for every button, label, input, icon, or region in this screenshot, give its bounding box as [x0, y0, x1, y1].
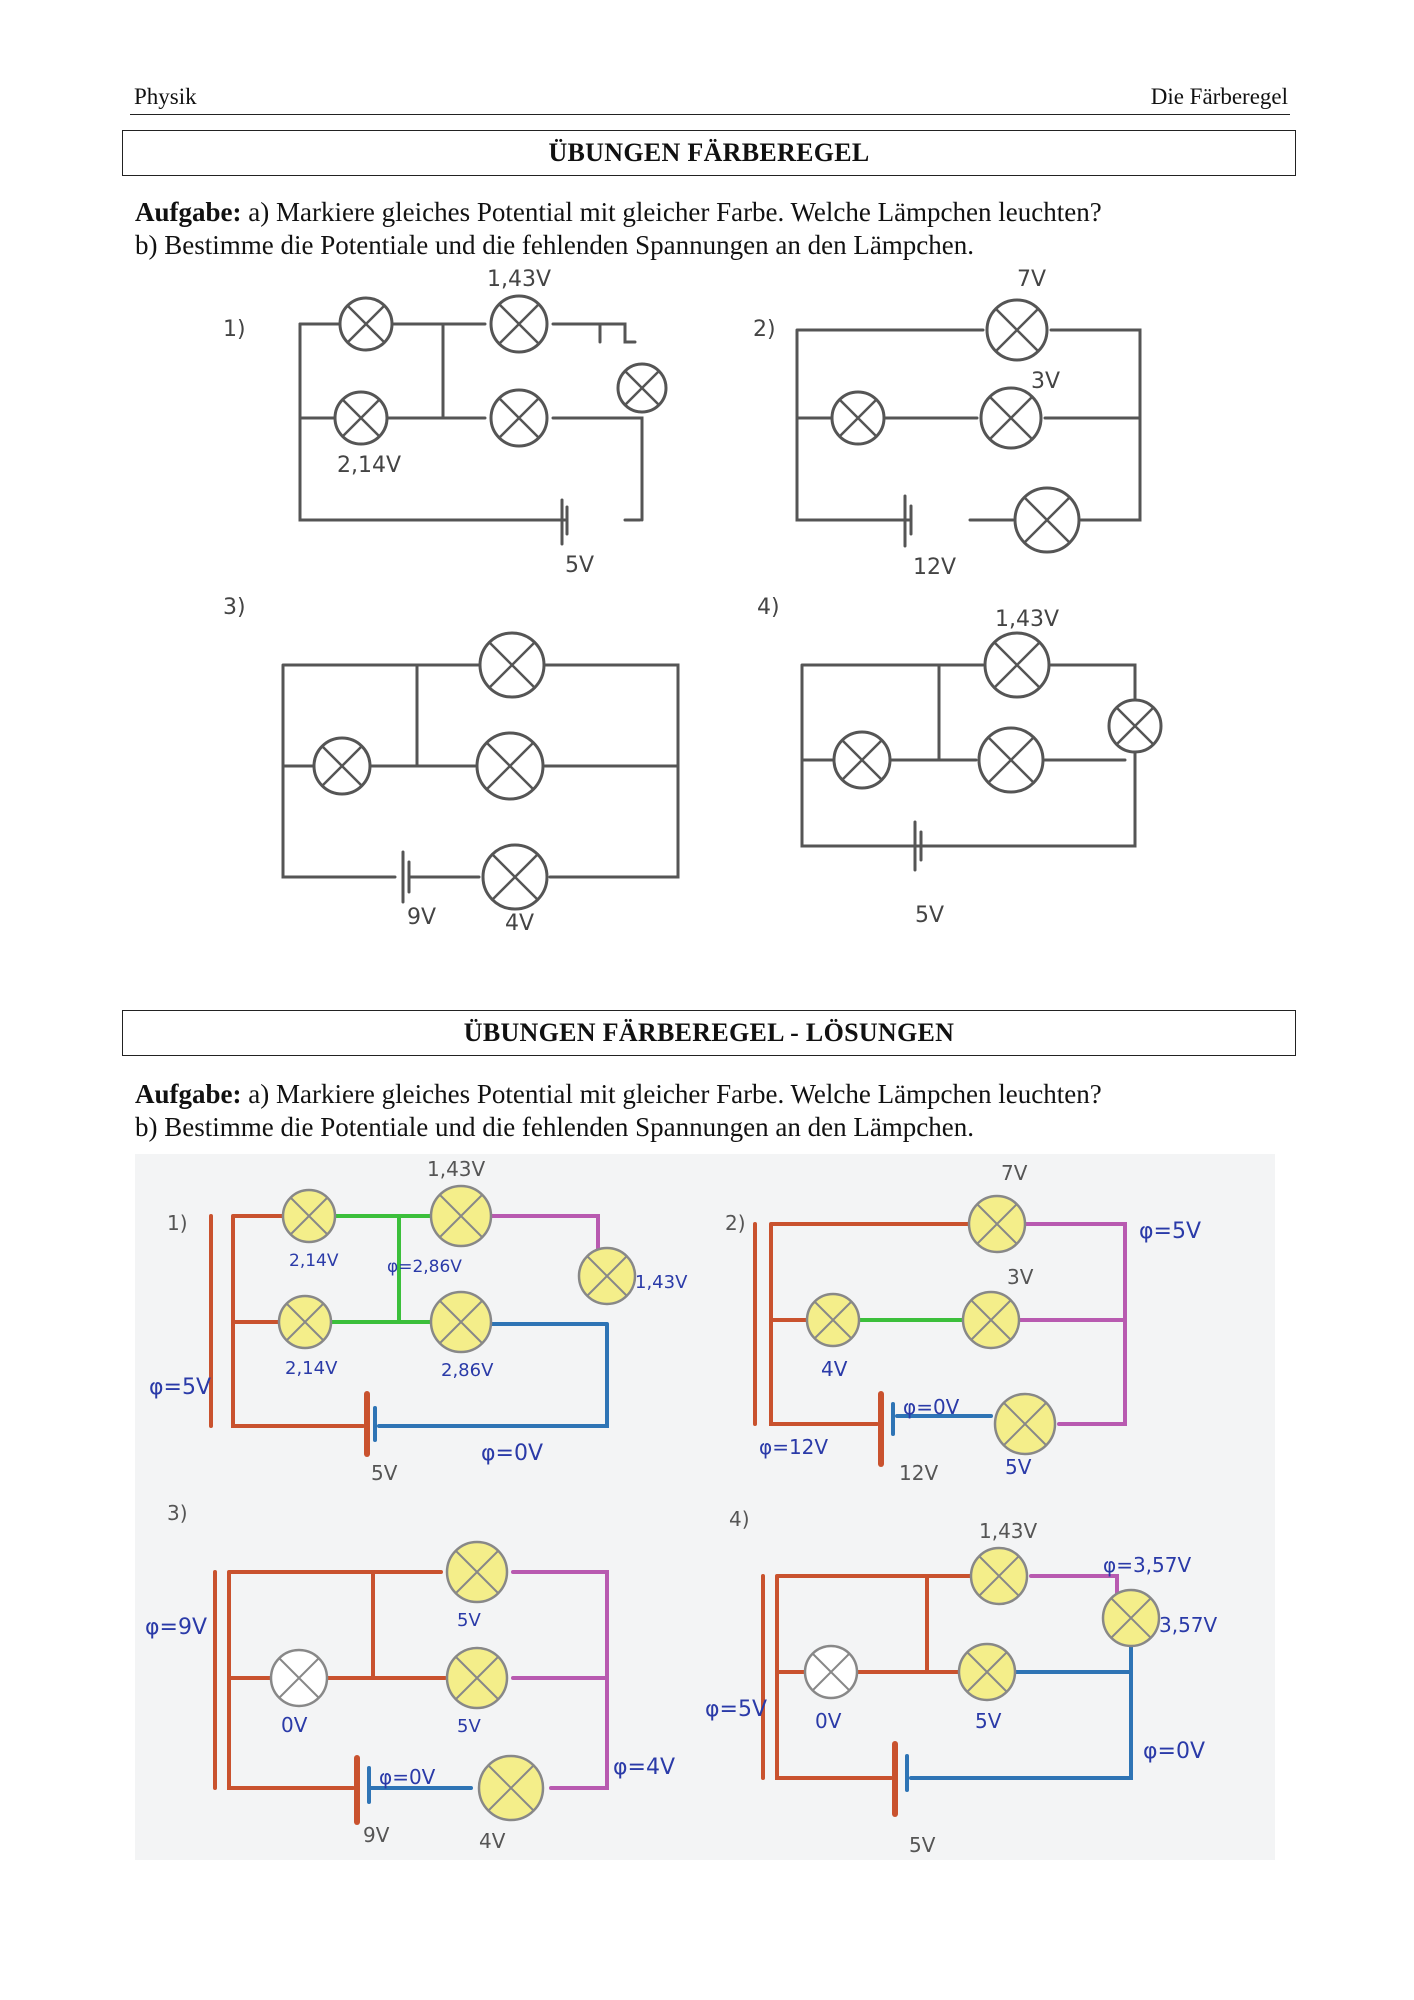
- sol-c3-right-potential: φ=4V: [613, 1755, 675, 1780]
- sol-c3-bottom-voltage: 4V: [479, 1829, 506, 1853]
- exercise-task-label: Aufgabe:: [135, 197, 242, 227]
- sol-c4-zero-potential: φ=0V: [1143, 1739, 1205, 1764]
- ex-c4-battery-voltage: 5V: [915, 903, 944, 928]
- solution-task-label: Aufgabe:: [135, 1079, 242, 1109]
- solution-title: ÜBUNGEN FÄRBEREGEL - LÖSUNGEN: [122, 1010, 1296, 1056]
- subject-label: Physik: [134, 84, 197, 109]
- sol-c3-off-voltage: 0V: [281, 1713, 308, 1737]
- sol-c4-right-voltage: 3,57V: [1159, 1613, 1218, 1637]
- solution-task-b: b) Bestimme die Potentiale und die fehle…: [135, 1112, 975, 1142]
- ex-c3-lamp-voltage: 4V: [505, 911, 534, 936]
- ex-c1-number: 1): [223, 317, 246, 342]
- solution-task-a: a) Markiere gleiches Potential mit gleic…: [248, 1079, 1102, 1109]
- sol-c1-left-potential: φ=5V: [149, 1375, 211, 1400]
- sol-c3-left-potential: φ=9V: [145, 1615, 207, 1640]
- exercise-task-a: a) Markiere gleiches Potential mit gleic…: [248, 197, 1102, 227]
- sol-c1-number: 1): [167, 1211, 188, 1235]
- header-rule: [130, 114, 1290, 115]
- ex-c1-top-voltage: 1,43V: [487, 267, 551, 292]
- sol-c3-number: 3): [167, 1501, 188, 1525]
- sol-c4-battery-voltage: 5V: [909, 1833, 936, 1857]
- sol-c1-bottom-potential: φ=0V: [481, 1441, 543, 1466]
- ex-c4-number: 4): [757, 595, 780, 620]
- topic-label: Die Färberegel: [1150, 84, 1288, 109]
- sol-c3-middle-voltage: 5V: [457, 1716, 481, 1737]
- ex-c3-number: 3): [223, 595, 246, 620]
- sol-c4-number: 4): [729, 1507, 750, 1531]
- ex-c1-bottom-voltage: 2,14V: [337, 453, 401, 478]
- sol-c4-top-voltage: 1,43V: [979, 1519, 1038, 1543]
- ex-c3-battery-voltage: 9V: [407, 905, 436, 930]
- ex-c2-middle-voltage: 3V: [1031, 369, 1060, 394]
- ex-c4-top-voltage: 1,43V: [995, 607, 1059, 632]
- exercise-task-b: b) Bestimme die Potentiale und die fehle…: [135, 230, 975, 260]
- sol-c2-left-potential: φ=12V: [759, 1435, 828, 1459]
- sol-c4-off-voltage: 0V: [815, 1709, 842, 1733]
- exercise-title: ÜBUNGEN FÄRBEREGEL: [122, 130, 1296, 176]
- sol-c2-right-potential: φ=5V: [1139, 1219, 1201, 1244]
- sol-c1-lamp3-voltage: 2,86V: [441, 1360, 494, 1381]
- sol-c2-bottom-voltage: 5V: [1005, 1455, 1032, 1479]
- sol-c2-left-voltage: 4V: [821, 1357, 848, 1381]
- sol-c1-mid-potential: φ=2,86V: [387, 1257, 462, 1277]
- sol-c4-top-potential: φ=3,57V: [1103, 1553, 1191, 1577]
- sol-c2-top-voltage: 7V: [1001, 1161, 1028, 1185]
- ex-c2-battery-voltage: 12V: [913, 555, 956, 580]
- solution-task: Aufgabe: a) Markiere gleiches Potential …: [135, 1078, 1102, 1144]
- sol-c3-zero-potential: φ=0V: [379, 1765, 436, 1789]
- sol-c1-top-voltage: 1,43V: [427, 1157, 486, 1181]
- sol-c1-battery-voltage: 5V: [371, 1461, 398, 1485]
- sol-c4-left-potential: φ=5V: [705, 1697, 767, 1722]
- ex-c1-battery-voltage: 5V: [565, 553, 594, 578]
- sol-c1-lamp1-voltage: 2,14V: [289, 1251, 339, 1271]
- sol-c1-lamp2-voltage: 2,14V: [285, 1358, 338, 1379]
- exercise-circuits-panel: 1) 1,43V 2,14V 5V 2) 7V 3V 12V 3) 9V 4V …: [205, 262, 1185, 942]
- sol-c3-top-voltage: 5V: [457, 1610, 481, 1631]
- sol-c4-middle-voltage: 5V: [975, 1709, 1002, 1733]
- sol-c3-battery-voltage: 9V: [363, 1823, 390, 1847]
- exercise-task: Aufgabe: a) Markiere gleiches Potential …: [135, 196, 1102, 262]
- sol-c2-middle-voltage: 3V: [1007, 1265, 1034, 1289]
- sol-c2-battery-voltage: 12V: [899, 1461, 938, 1485]
- sol-c2-zero-potential: φ=0V: [903, 1395, 960, 1419]
- sol-c2-number: 2): [725, 1211, 746, 1235]
- ex-c2-number: 2): [753, 317, 776, 342]
- solution-circuits-panel: 1) 1,43V 2,14V φ=2,86V 1,43V 2,14V 2,86V…: [135, 1154, 1275, 1860]
- sol-c1-right-voltage: 1,43V: [635, 1272, 688, 1293]
- ex-c2-top-voltage: 7V: [1017, 267, 1046, 292]
